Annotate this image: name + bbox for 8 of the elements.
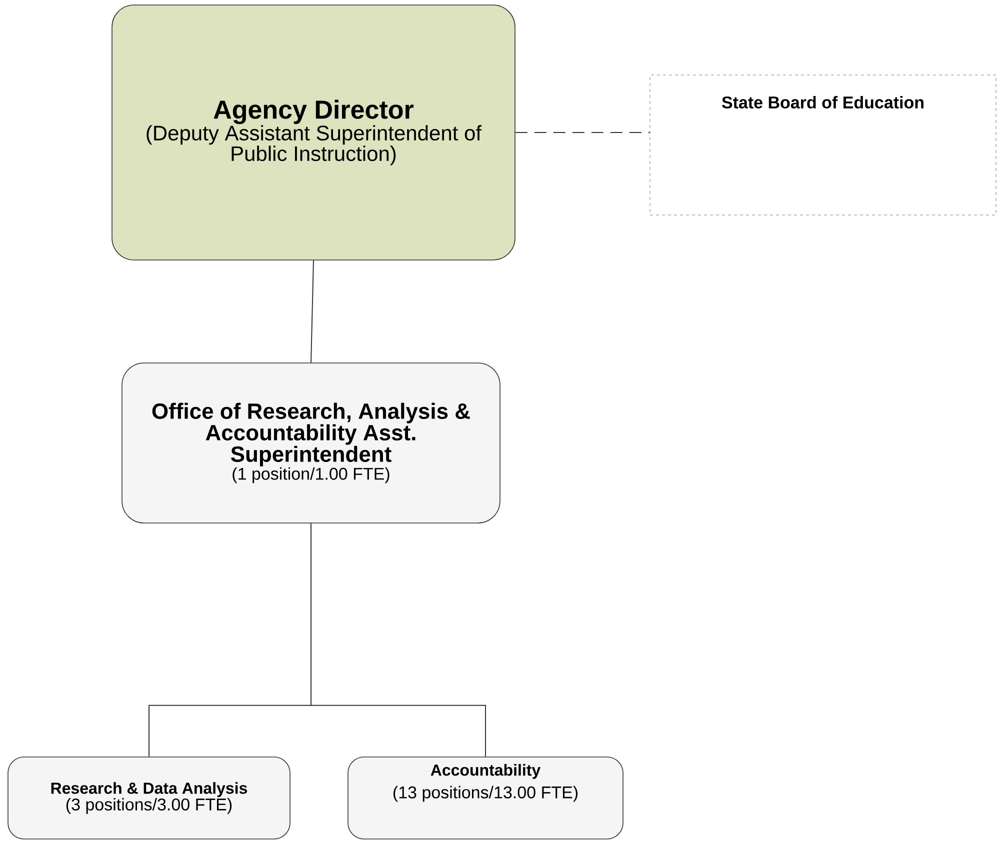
unit-box: Research & Data Analysis (3 positions/3.00 FTE) <box>8 756 290 840</box>
board-box: State Board of Education <box>650 74 996 216</box>
connector-line <box>514 132 650 133</box>
connector-line <box>310 522 486 758</box>
office-box: Office of Research, Analysis & Accountability Asst. Superintendent (1 position/1.00 FTE) <box>122 362 500 524</box>
connector-line <box>310 260 314 364</box>
unit-box: Accountability (13 positions/13.00 FTE) <box>348 756 624 840</box>
director-box: Agency Director (Deputy Assistant Superintendent of Public Instruction) <box>112 4 516 260</box>
